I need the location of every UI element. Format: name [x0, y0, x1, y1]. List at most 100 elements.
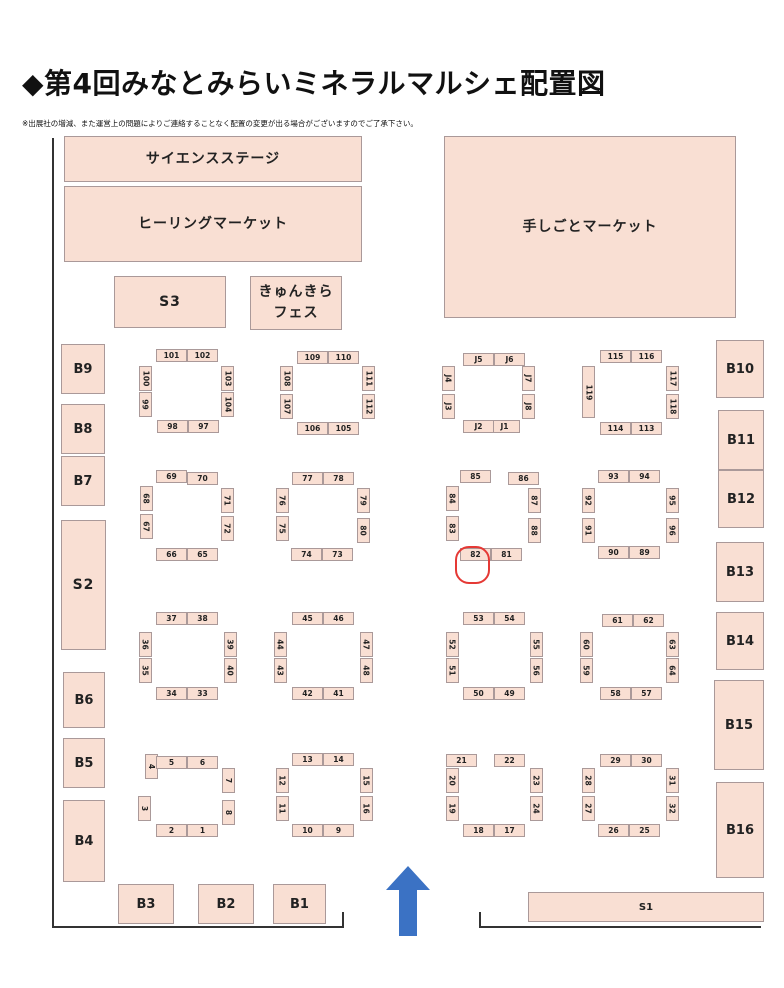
- booth: 111: [362, 366, 375, 391]
- booth-number: 116: [638, 352, 655, 361]
- side-booth: B13: [716, 542, 764, 602]
- booth-number: 70: [197, 474, 208, 483]
- booth-number: 35: [141, 665, 150, 676]
- booth-number: 111: [364, 370, 373, 387]
- booth-number: 26: [608, 826, 619, 835]
- area-label: S1: [638, 901, 654, 913]
- booth: 28: [582, 768, 595, 793]
- booth-number: J6: [505, 355, 514, 364]
- booth: 96: [666, 518, 679, 543]
- booth: 10: [292, 824, 323, 837]
- booth: 16: [360, 796, 373, 821]
- booth-number: 63: [668, 639, 677, 650]
- booth: 26: [598, 824, 629, 837]
- booth-number: 66: [166, 550, 177, 559]
- booth-number: J3: [443, 402, 453, 411]
- booth: 8: [222, 800, 235, 825]
- booth-number: 101: [163, 351, 180, 360]
- booth-number: 7: [224, 777, 233, 784]
- booth: 35: [139, 658, 152, 683]
- booth: 41: [323, 687, 354, 700]
- booth-number: 92: [584, 495, 593, 506]
- booth-number: 76: [278, 495, 287, 506]
- booth-number: 95: [668, 495, 677, 506]
- side-booth: B15: [714, 680, 764, 770]
- booth-number: J5: [474, 355, 483, 364]
- booth-number: 56: [532, 665, 541, 676]
- area-label: S2: [72, 576, 95, 593]
- booth-number: 21: [456, 756, 467, 765]
- wall-left: [52, 138, 54, 928]
- booth: 25: [629, 824, 660, 837]
- booth-number: 89: [639, 548, 650, 557]
- booth-number: 91: [584, 525, 593, 536]
- booth: 90: [598, 546, 629, 559]
- side-booth: B10: [716, 340, 764, 398]
- booth: 77: [292, 472, 323, 485]
- booth-number: 43: [276, 665, 285, 676]
- booth: 79: [357, 488, 370, 513]
- booth-number: 44: [276, 639, 285, 650]
- booth: 52: [446, 632, 459, 657]
- booth-number: 86: [518, 474, 529, 483]
- booth: 72: [221, 516, 234, 541]
- side-booth: B9: [61, 344, 105, 394]
- booth: 42: [292, 687, 323, 700]
- booth: 46: [323, 612, 354, 625]
- booth: 71: [221, 488, 234, 513]
- booth-number: 77: [302, 474, 313, 483]
- booth-number: 34: [166, 689, 177, 698]
- booth-number: 27: [584, 803, 593, 814]
- booth: 92: [582, 488, 595, 513]
- booth: 118: [666, 394, 679, 419]
- booth: 86: [508, 472, 539, 485]
- booth-number: 79: [359, 495, 368, 506]
- area-label: 手しごとマーケット: [522, 218, 658, 235]
- booth-number: 110: [335, 353, 352, 362]
- booth-number: 19: [448, 803, 457, 814]
- booth-number: 16: [362, 803, 371, 814]
- area-handmade-market: 手しごとマーケット: [444, 136, 736, 318]
- booth: 17: [494, 824, 525, 837]
- booth-number: 17: [504, 826, 515, 835]
- booth-number: J7: [523, 374, 533, 383]
- highlight-circle: [455, 546, 490, 584]
- booth-number: 100: [141, 370, 150, 387]
- booth-number: 39: [226, 639, 235, 650]
- booth-number: 117: [668, 370, 677, 387]
- booth-number: 10: [302, 826, 313, 835]
- booth-number: J8: [523, 402, 533, 411]
- booth: 109: [297, 351, 328, 364]
- booth: 49: [494, 687, 525, 700]
- booth-number: 48: [362, 665, 371, 676]
- booth: 2: [156, 824, 187, 837]
- booth: J1: [489, 420, 520, 433]
- booth: 5: [156, 756, 187, 769]
- booth: 44: [274, 632, 287, 657]
- wall-bottom-right-end: [479, 912, 481, 928]
- booth: 1: [187, 824, 218, 837]
- booth: 87: [528, 488, 541, 513]
- booth: 117: [666, 366, 679, 391]
- booth-number: 90: [608, 548, 619, 557]
- booth-number: 113: [638, 424, 655, 433]
- booth: 15: [360, 768, 373, 793]
- booth: J6: [494, 353, 525, 366]
- booth-number: 119: [584, 384, 593, 400]
- booth: 115: [600, 350, 631, 363]
- booth-number: 87: [530, 495, 539, 506]
- booth-number: 54: [504, 614, 515, 623]
- booth-number: 73: [332, 550, 343, 559]
- side-booth: B8: [61, 404, 105, 454]
- booth-number: 52: [448, 639, 457, 650]
- side-booth: B12: [718, 470, 764, 528]
- booth: 3: [138, 796, 151, 821]
- booth-number: 25: [639, 826, 650, 835]
- booth-number: 30: [641, 756, 652, 765]
- booth: 119: [582, 366, 595, 418]
- booth: 30: [631, 754, 662, 767]
- booth-number: 42: [302, 689, 313, 698]
- booth: 103: [221, 366, 234, 391]
- booth-number: 13: [302, 755, 313, 764]
- booth: 104: [221, 392, 234, 417]
